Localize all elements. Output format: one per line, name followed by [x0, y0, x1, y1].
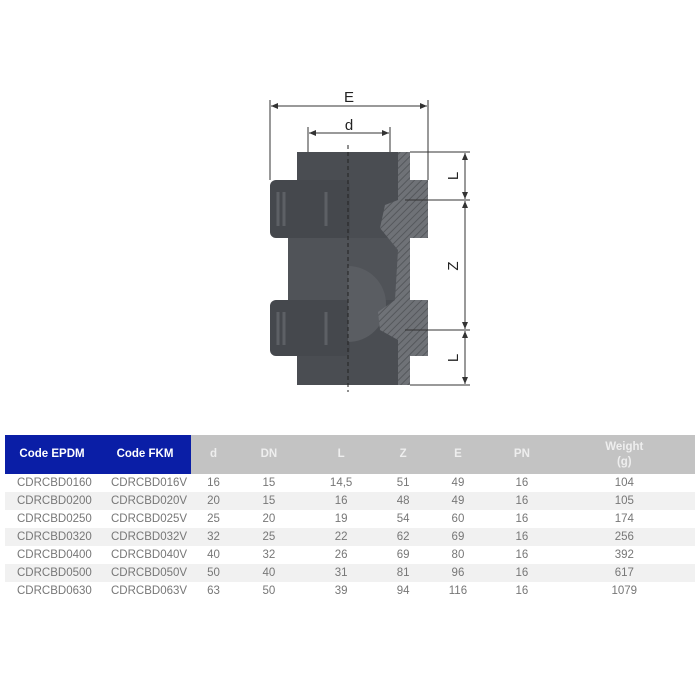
cell-weight: 104	[614, 477, 634, 489]
cell-z: 81	[380, 564, 426, 582]
cell-e: 80	[451, 549, 465, 561]
cell-code-epdm: CDRCBD0160	[17, 477, 92, 489]
cell-pn: 16	[490, 492, 554, 510]
cell-code-fkm: CDRCBD025V	[111, 513, 188, 525]
header-weight-unit: (g)	[616, 455, 632, 468]
cell-e: 60	[451, 513, 465, 525]
dimensions-table: Code EPDM Code FKM d DN L Z E PN Weight (…	[5, 435, 695, 600]
header-weight-label: Weight	[605, 440, 644, 453]
cell-dn: 40	[236, 564, 302, 582]
cell-code-epdm: CDRCBD0500	[5, 564, 99, 582]
cell-weight: 256	[553, 528, 695, 546]
cell-l: 19	[334, 513, 348, 525]
cell-l: 14,5	[329, 477, 353, 489]
cell-l: 22	[301, 528, 381, 546]
cell-l: 39	[334, 585, 348, 597]
cell-e: 116	[448, 585, 468, 597]
cell-pn: 16	[515, 513, 529, 525]
table-row: CDRCBD0630 CDRCBD063V 63 50 39 94 116 16 1079	[5, 582, 695, 600]
dim-label-l-bottom: L	[445, 354, 462, 362]
dim-label-d: d	[345, 117, 353, 134]
cell-z: 48	[380, 492, 426, 510]
check-valve-drawing: E d L Z L	[269, 89, 470, 392]
cell-code-fkm: CDRCBD016V	[111, 477, 188, 489]
cell-weight: 174	[614, 513, 634, 525]
cell-e: 96	[425, 564, 491, 582]
cell-code-epdm: CDRCBD0630	[17, 585, 92, 597]
cell-d: 32	[191, 528, 237, 546]
dim-label-e: E	[344, 89, 354, 106]
cell-code-fkm: CDRCBD063V	[111, 585, 188, 597]
cell-dn: 15	[262, 477, 276, 489]
cell-weight: 1079	[611, 585, 638, 597]
cell-code-fkm: CDRCBD032V	[99, 528, 191, 546]
cell-d: 40	[207, 549, 220, 561]
section-hatch	[378, 152, 428, 385]
header-weight: Weight (g)	[553, 435, 695, 474]
table-row: CDRCBD0400 CDRCBD040V 40 32 26 69 80 16 392	[5, 546, 695, 564]
header-e: E	[425, 435, 491, 474]
cell-weight: 392	[614, 549, 634, 561]
dim-label-z: Z	[445, 261, 462, 270]
cell-l: 26	[334, 549, 348, 561]
cell-code-epdm: CDRCBD0320	[5, 528, 99, 546]
header-l: L	[301, 435, 381, 474]
cell-dn: 25	[236, 528, 302, 546]
cell-z: 51	[396, 477, 410, 489]
cell-dn: 32	[262, 549, 276, 561]
header-code-fkm: Code FKM	[99, 435, 191, 474]
header-dn: DN	[236, 435, 302, 474]
cell-pn: 16	[515, 585, 529, 597]
header-z: Z	[380, 435, 426, 474]
cell-code-epdm: CDRCBD0250	[17, 513, 92, 525]
cell-pn: 16	[490, 528, 554, 546]
cell-d: 63	[207, 585, 220, 597]
cell-z: 54	[396, 513, 410, 525]
cell-weight: 617	[553, 564, 695, 582]
header-pn: PN	[490, 435, 554, 474]
header-code-epdm: Code EPDM	[5, 435, 99, 474]
dim-label-l-top: L	[445, 172, 462, 180]
ball	[348, 266, 386, 342]
header-d: d	[191, 435, 237, 474]
cell-dn: 15	[236, 492, 302, 510]
cell-weight: 105	[553, 492, 695, 510]
cell-l: 16	[301, 492, 381, 510]
cell-code-epdm: CDRCBD0200	[5, 492, 99, 510]
valve-body	[270, 145, 428, 392]
cell-z: 69	[396, 549, 410, 561]
cell-d: 50	[191, 564, 237, 582]
cell-e: 69	[425, 528, 491, 546]
cell-l: 31	[301, 564, 381, 582]
cell-pn: 16	[515, 549, 529, 561]
cell-code-epdm: CDRCBD0400	[17, 549, 92, 561]
table-row: CDRCBD0160 CDRCBD016V 16 15 14,5 51 49 16 104	[5, 474, 695, 492]
cell-code-fkm: CDRCBD020V	[99, 492, 191, 510]
cell-e: 49	[451, 477, 465, 489]
cell-e: 49	[425, 492, 491, 510]
cell-code-fkm: CDRCBD050V	[99, 564, 191, 582]
cell-d: 20	[191, 492, 237, 510]
cell-z: 62	[380, 528, 426, 546]
table-header-row: Code EPDM Code FKM d DN L Z E PN Weight (…	[5, 435, 695, 474]
cell-pn: 16	[490, 564, 554, 582]
cell-z: 94	[396, 585, 410, 597]
cell-dn: 50	[262, 585, 276, 597]
cell-d: 16	[207, 477, 220, 489]
table-row: CDRCBD0250 CDRCBD025V 25 20 19 54 60 16 174	[5, 510, 695, 528]
cell-d: 25	[207, 513, 220, 525]
cell-dn: 20	[262, 513, 276, 525]
dimension-lines	[269, 100, 470, 386]
cell-code-fkm: CDRCBD040V	[111, 549, 188, 561]
cell-pn: 16	[515, 477, 529, 489]
